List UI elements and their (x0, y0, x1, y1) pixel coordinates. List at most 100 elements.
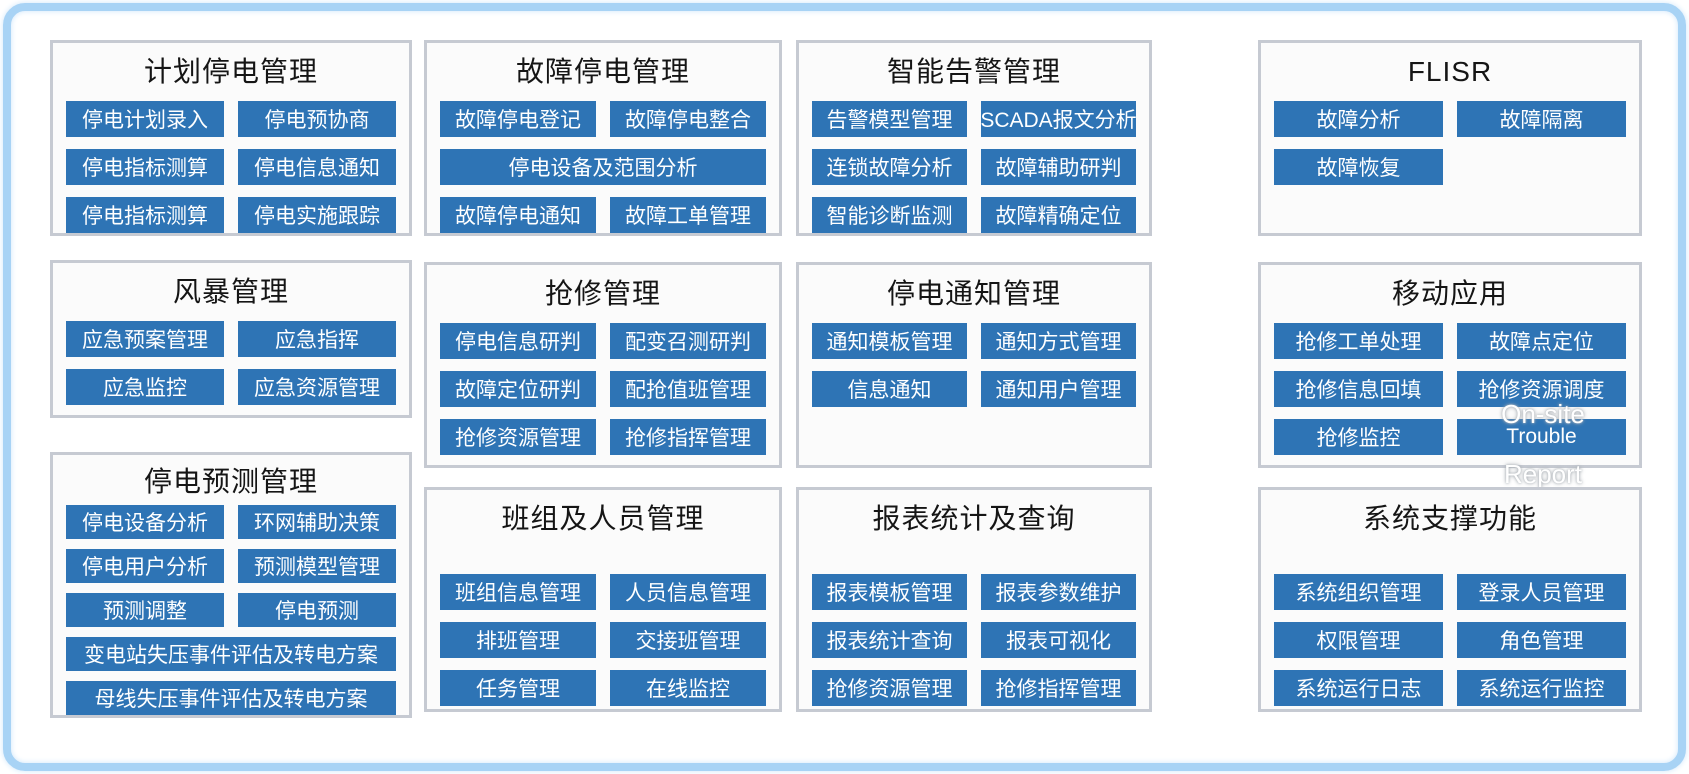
button-grid: 系统组织管理 登录人员管理 权限管理 角色管理 系统运行日志 系统运行监控 (1274, 574, 1626, 706)
button-grid: 告警模型管理 SCADA报文分析 连锁故障分析 故障辅助研判 智能诊断监测 故障… (812, 101, 1137, 233)
panel-title: 智能告警管理 (886, 56, 1061, 87)
module-button[interactable]: 故障辅助研判 (981, 149, 1136, 185)
module-button[interactable]: 排班管理 (440, 622, 596, 658)
module-button[interactable]: 抢修工单处理 (1274, 323, 1443, 359)
button-grid: 故障停电登记 故障停电整合 停电设备及范围分析 故障停电通知 故障工单管理 (440, 101, 766, 233)
module-button[interactable]: 通知用户管理 (981, 371, 1136, 407)
module-button[interactable]: 交接班管理 (610, 622, 766, 658)
module-button[interactable]: 停电指标测算 (66, 149, 224, 185)
panel-system-support-functions: 系统支撑功能 系统组织管理 登录人员管理 权限管理 角色管理 系统运行日志 系统… (1258, 487, 1642, 712)
module-button[interactable]: 抢修资源管理 (812, 670, 967, 706)
module-button[interactable]: 系统组织管理 (1274, 574, 1443, 610)
module-button[interactable]: 故障分析 (1274, 101, 1443, 137)
module-button[interactable]: 连锁故障分析 (812, 149, 967, 185)
panel-title: 报表统计及查询 (872, 503, 1076, 534)
module-button[interactable]: 配抢值班管理 (610, 371, 766, 407)
module-button[interactable]: 停电用户分析 (66, 549, 224, 583)
module-button[interactable]: 母线失压事件评估及转电方案 (66, 681, 396, 715)
button-grid: 报表模板管理 报表参数维护 报表统计查询 报表可视化 抢修资源管理 抢修指挥管理 (812, 574, 1136, 706)
module-button[interactable]: 应急指挥 (238, 321, 396, 357)
module-button[interactable]: 停电信息通知 (238, 149, 396, 185)
module-button[interactable]: 报表模板管理 (812, 574, 967, 610)
module-button[interactable]: 预测模型管理 (238, 549, 396, 583)
module-button[interactable]: 停电预测 (238, 593, 396, 627)
module-button[interactable]: 配变召测研判 (610, 323, 766, 359)
module-button[interactable]: 故障停电整合 (610, 101, 766, 137)
module-button[interactable]: 抢修指挥管理 (981, 670, 1136, 706)
module-button[interactable]: 信息通知 (812, 371, 967, 407)
panel-outage-notification-management: 停电通知管理 通知模板管理 通知方式管理 信息通知 通知用户管理 (796, 262, 1152, 468)
module-button[interactable]: 通知方式管理 (981, 323, 1136, 359)
button-grid: 停电计划录入 停电预协商 停电指标测算 停电信息通知 停电指标测算 停电实施跟踪 (66, 101, 396, 233)
module-button[interactable]: 通知模板管理 (812, 323, 967, 359)
module-button[interactable]: 故障停电通知 (440, 197, 596, 233)
panel-title: 抢修管理 (544, 278, 661, 309)
panel-report-statistics-query: 报表统计及查询 报表模板管理 报表参数维护 报表统计查询 报表可视化 抢修资源管… (796, 487, 1152, 712)
module-button[interactable]: 报表参数维护 (981, 574, 1136, 610)
module-button[interactable]: 智能诊断监测 (812, 197, 967, 233)
module-button[interactable]: 人员信息管理 (610, 574, 766, 610)
module-button[interactable]: 权限管理 (1274, 622, 1443, 658)
module-button[interactable]: 停电设备分析 (66, 505, 224, 539)
panel-title: 计划停电管理 (143, 56, 318, 87)
module-button[interactable]: 环网辅助决策 (238, 505, 396, 539)
module-button[interactable]: 预测调整 (66, 593, 224, 627)
module-button[interactable]: 角色管理 (1457, 622, 1626, 658)
module-button[interactable]: 报表可视化 (981, 622, 1136, 658)
button-grid: 停电信息研判 配变召测研判 故障定位研判 配抢值班管理 抢修资源管理 抢修指挥管… (440, 323, 766, 455)
button-grid: 抢修工单处理 故障点定位 抢修信息回填 抢修资源调度 抢修监控 Trouble (1274, 323, 1626, 455)
panel-title: 停电预测管理 (143, 466, 318, 497)
panel-title: 系统支撑功能 (1362, 503, 1537, 534)
module-button[interactable]: 班组信息管理 (440, 574, 596, 610)
panel-title: 风暴管理 (172, 276, 289, 307)
panel-intelligent-alarm-management: 智能告警管理 告警模型管理 SCADA报文分析 连锁故障分析 故障辅助研判 智能… (796, 40, 1152, 236)
module-button[interactable]: Trouble (1457, 419, 1626, 455)
panel-repair-management: 抢修管理 停电信息研判 配变召测研判 故障定位研判 配抢值班管理 抢修资源管理 … (424, 262, 782, 468)
module-button[interactable]: 停电信息研判 (440, 323, 596, 359)
module-button[interactable]: SCADA报文分析 (980, 101, 1137, 137)
module-button[interactable]: 故障精确定位 (981, 197, 1136, 233)
module-button[interactable]: 停电指标测算 (66, 197, 224, 233)
module-button[interactable]: 抢修资源管理 (440, 419, 596, 455)
module-button[interactable]: 故障点定位 (1457, 323, 1626, 359)
module-button[interactable]: 系统运行监控 (1457, 670, 1626, 706)
module-button[interactable]: 登录人员管理 (1457, 574, 1626, 610)
panel-flisr: FLISR 故障分析 故障隔离 故障恢复 (1258, 40, 1642, 236)
module-button[interactable]: 抢修监控 (1274, 419, 1443, 455)
button-grid: 故障分析 故障隔离 故障恢复 (1274, 101, 1626, 185)
module-button[interactable]: 故障定位研判 (440, 371, 596, 407)
panel-mobile-application: 移动应用 抢修工单处理 故障点定位 抢修信息回填 抢修资源调度 抢修监控 Tro… (1258, 262, 1642, 468)
module-button[interactable]: 抢修指挥管理 (610, 419, 766, 455)
module-button[interactable]: 停电实施跟踪 (238, 197, 396, 233)
module-button[interactable]: 停电预协商 (238, 101, 396, 137)
module-button[interactable]: 故障隔离 (1457, 101, 1626, 137)
module-button[interactable]: 系统运行日志 (1274, 670, 1443, 706)
button-grid: 停电设备分析 环网辅助决策 停电用户分析 预测模型管理 预测调整 停电预测 变电… (66, 505, 396, 715)
module-button[interactable]: 停电计划录入 (66, 101, 224, 137)
module-button[interactable]: 应急监控 (66, 369, 224, 405)
module-button[interactable]: 告警模型管理 (812, 101, 967, 137)
panel-title: 班组及人员管理 (501, 503, 705, 534)
panel-title: 移动应用 (1391, 278, 1508, 309)
panel-title: 故障停电管理 (515, 56, 690, 87)
module-button[interactable]: 故障恢复 (1274, 149, 1443, 185)
module-button[interactable]: 故障停电登记 (440, 101, 596, 137)
module-button[interactable]: 变电站失压事件评估及转电方案 (66, 637, 396, 671)
module-button[interactable]: 报表统计查询 (812, 622, 967, 658)
panel-team-personnel-management: 班组及人员管理 班组信息管理 人员信息管理 排班管理 交接班管理 任务管理 在线… (424, 487, 782, 712)
panel-storm-management: 风暴管理 应急预案管理 应急指挥 应急监控 应急资源管理 (50, 260, 412, 418)
panel-fault-outage-management: 故障停电管理 故障停电登记 故障停电整合 停电设备及范围分析 故障停电通知 故障… (424, 40, 782, 236)
module-button[interactable]: 停电设备及范围分析 (440, 149, 766, 185)
module-button[interactable]: 抢修资源调度 (1457, 371, 1626, 407)
module-button[interactable]: 在线监控 (610, 670, 766, 706)
panel-title: 停电通知管理 (886, 278, 1061, 309)
module-button[interactable]: 抢修信息回填 (1274, 371, 1443, 407)
panel-planned-outage-management: 计划停电管理 停电计划录入 停电预协商 停电指标测算 停电信息通知 停电指标测算… (50, 40, 412, 236)
module-button[interactable]: 任务管理 (440, 670, 596, 706)
button-grid: 班组信息管理 人员信息管理 排班管理 交接班管理 任务管理 在线监控 (440, 574, 766, 706)
module-button[interactable]: 应急资源管理 (238, 369, 396, 405)
module-button[interactable]: 故障工单管理 (610, 197, 766, 233)
button-grid: 通知模板管理 通知方式管理 信息通知 通知用户管理 (812, 323, 1136, 407)
module-button[interactable]: 应急预案管理 (66, 321, 224, 357)
panel-outage-forecast-management: 停电预测管理 停电设备分析 环网辅助决策 停电用户分析 预测模型管理 预测调整 … (50, 452, 412, 718)
